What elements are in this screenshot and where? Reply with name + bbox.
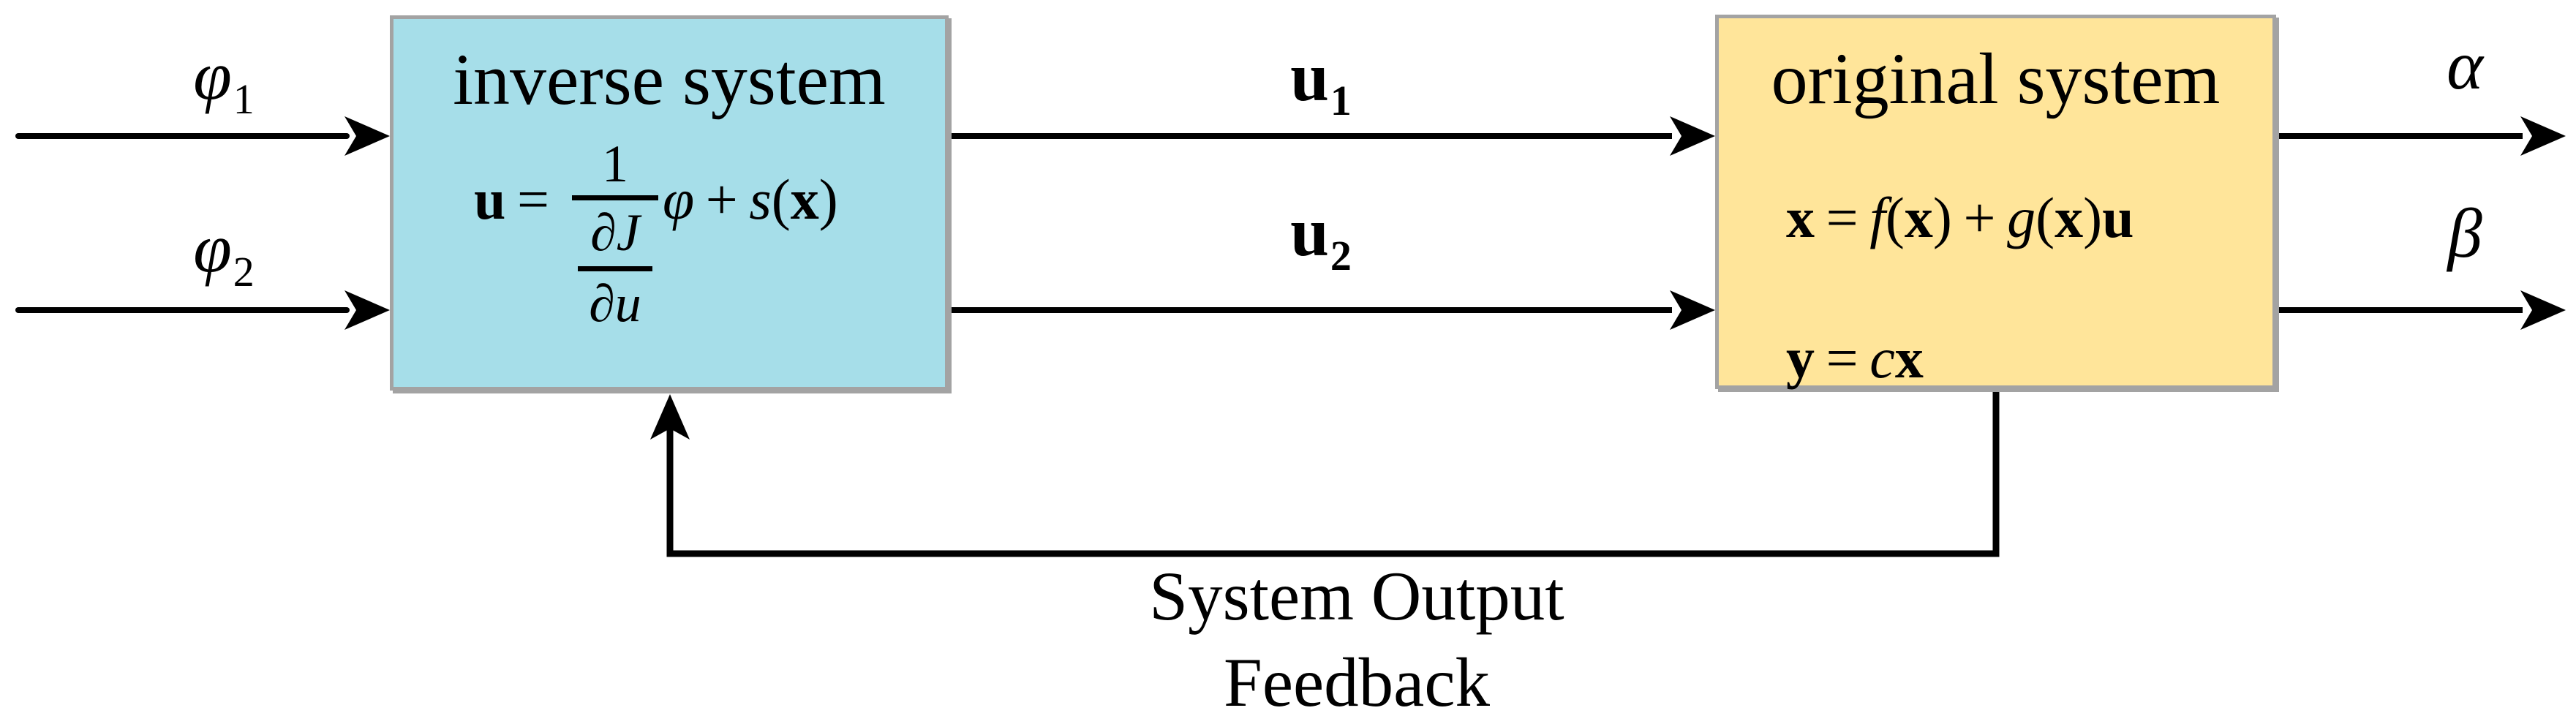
phi2-symbol: φ <box>193 209 232 287</box>
output-label-beta: β <box>2447 195 2482 272</box>
inverse-system-title: inverse system <box>453 39 886 120</box>
equation-lhs: u = <box>474 167 550 231</box>
phi2-subscript: 2 <box>233 248 255 295</box>
u1-symbol: u <box>1290 38 1329 116</box>
original-state-equation: x = f(x) + g(x)u <box>1786 186 2134 249</box>
equation-rhs: φ + s(x) <box>663 167 838 231</box>
feedback-caption-line2: Feedback <box>1224 644 1490 716</box>
input-label-phi2: φ2 <box>165 214 282 296</box>
feedback-caption: System Output Feedback <box>1064 553 1649 716</box>
fraction-numerator: 1 <box>602 135 628 193</box>
u2-symbol: u <box>1290 193 1329 271</box>
equation-fraction: 1 ∂J ∂u <box>568 135 663 334</box>
fraction-bar-inner <box>578 266 652 271</box>
inverse-system-block: inverse system u = 1 ∂J ∂u φ + s(x) <box>390 15 949 391</box>
input-label-phi1: φ1 <box>165 41 282 124</box>
output-arrow-1 <box>2276 116 2566 156</box>
input-arrow-2 <box>15 290 390 330</box>
phi1-symbol: φ <box>193 37 232 114</box>
fraction-den-bottom: ∂u <box>589 274 641 333</box>
output-label-alpha: α <box>2447 26 2483 104</box>
mid-label-u2: u2 <box>1262 197 1379 280</box>
fraction-bar-main <box>572 195 658 200</box>
fraction-den-top: ∂J <box>590 203 640 262</box>
phi1-subscript: 1 <box>233 75 255 123</box>
original-system-title: original system <box>1771 38 2221 119</box>
output-arrow-2 <box>2276 290 2566 330</box>
original-output-equation: y = cx <box>1786 326 1924 390</box>
input-arrow-1 <box>15 116 390 156</box>
feedback-arrowhead <box>650 394 690 440</box>
feedback-caption-line1: System Output <box>1149 557 1564 635</box>
u1-subscript: 1 <box>1330 77 1352 124</box>
original-system-block: original system x = f(x) + g(x)u y = cx <box>1715 15 2276 390</box>
mid-label-u1: u1 <box>1262 42 1379 125</box>
u2-subscript: 2 <box>1330 232 1352 279</box>
mid-arrow-2 <box>949 290 1715 330</box>
feedback-arrow <box>650 391 2000 557</box>
inverse-system-equation: u = 1 ∂J ∂u φ + s(x) <box>474 135 927 361</box>
